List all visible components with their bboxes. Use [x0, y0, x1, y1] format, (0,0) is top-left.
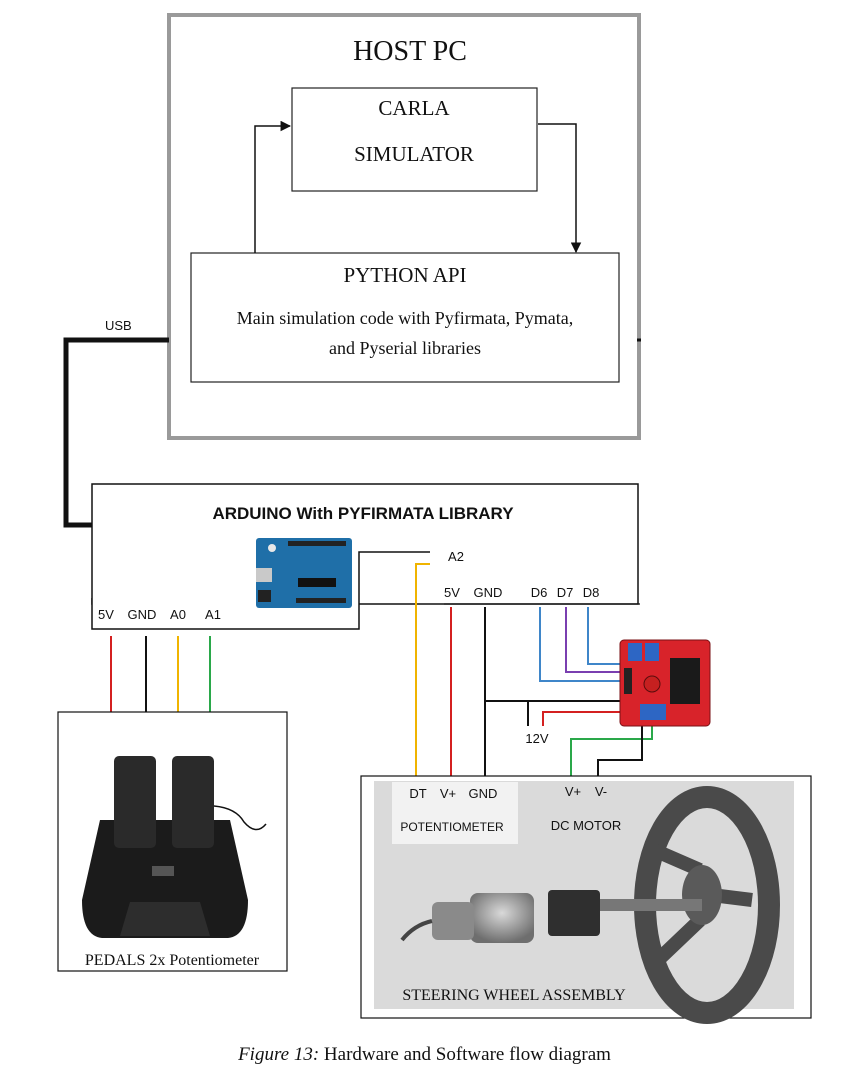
pedals-panel: PEDALS 2x Potentiometer — [58, 712, 287, 971]
wire-motor-plus — [571, 724, 652, 776]
pot-pin-vplus: V+ — [440, 786, 456, 801]
label-12v: 12V — [525, 731, 548, 746]
arduino-block: ARDUINO With PYFIRMATA LIBRARY 5V GND A0… — [92, 484, 640, 629]
steering-assembly-label: STEERING WHEEL ASSEMBLY — [402, 987, 626, 1004]
pedal-wires — [111, 636, 210, 712]
driver-terminal-power — [640, 704, 666, 720]
steering-shaft — [600, 899, 702, 911]
motor-pin-vminus: V- — [595, 784, 607, 799]
arduino-usb-port — [256, 568, 272, 582]
motor-pin-vplus: V+ — [565, 784, 581, 799]
driver-terminal-2 — [645, 643, 659, 661]
arduino-header-top — [288, 541, 346, 546]
pot-pin-dt: DT — [409, 786, 426, 801]
pin-5v-left: 5V — [98, 607, 114, 622]
pin-a2: A2 — [448, 549, 464, 564]
pin-a0: A0 — [170, 607, 186, 622]
arduino-title: ARDUINO With PYFIRMATA LIBRARY — [212, 504, 514, 523]
pedals-label: PEDALS 2x Potentiometer — [85, 952, 260, 969]
motor-driver-board — [620, 640, 710, 726]
python-api-title: PYTHON API — [343, 263, 466, 287]
host-pc: HOST PC CARLA SIMULATOR PYTHON API Main … — [169, 15, 641, 438]
pin-d7: D7 — [557, 585, 574, 600]
figure-number: Figure 13: — [238, 1044, 319, 1065]
pin-d8: D8 — [583, 585, 600, 600]
carla-label-line1: CARLA — [378, 96, 450, 120]
pedal-right — [172, 756, 214, 848]
wire-d8 — [588, 607, 622, 664]
driver-heatsink — [670, 658, 700, 704]
wire-d7 — [566, 607, 622, 672]
stepper-motor — [548, 890, 600, 936]
driver-header — [624, 668, 632, 694]
dc-motor-body — [470, 893, 534, 943]
usb-label: USB — [105, 318, 132, 333]
python-api-line1: Main simulation code with Pyfirmata, Pym… — [237, 308, 573, 328]
pin-gnd-right: GND — [474, 585, 503, 600]
pin-a1: A1 — [205, 607, 221, 622]
pin-gnd-left: GND — [128, 607, 157, 622]
host-pc-title: HOST PC — [353, 36, 467, 67]
pedal-left — [114, 756, 156, 848]
pin-d6: D6 — [531, 585, 548, 600]
carla-label-line2: SIMULATOR — [354, 142, 474, 166]
wire-d6 — [540, 607, 622, 681]
arduino-header-bottom — [296, 598, 346, 603]
dc-motor-label: DC MOTOR — [551, 818, 622, 833]
python-api-line2: and Pyserial libraries — [329, 338, 481, 358]
wire-12v-supply — [543, 712, 626, 726]
pedal-footrest — [120, 902, 210, 936]
arduino-board-image — [256, 538, 352, 608]
figure-caption: Figure 13: Hardware and Software flow di… — [0, 1044, 849, 1066]
potentiometer-label: POTENTIOMETER — [400, 820, 504, 834]
figure-caption-text: Hardware and Software flow diagram — [319, 1044, 611, 1065]
pedal-logo-plate — [152, 866, 174, 876]
pot-pin-gnd: GND — [469, 786, 498, 801]
potentiometer-body — [432, 902, 474, 940]
driver-terminal-1 — [628, 643, 642, 661]
steering-panel: DT V+ GND V+ V- POTENTIOMETER DC MOTOR S… — [361, 776, 811, 1018]
steering-wheel-hub — [682, 865, 722, 925]
pin-5v-right: 5V — [444, 585, 460, 600]
arduino-power-jack — [258, 590, 271, 602]
arduino-chip — [298, 578, 336, 587]
arduino-reset-button — [268, 544, 276, 552]
wire-motor-minus — [598, 724, 642, 776]
driver-capacitor — [644, 676, 660, 692]
